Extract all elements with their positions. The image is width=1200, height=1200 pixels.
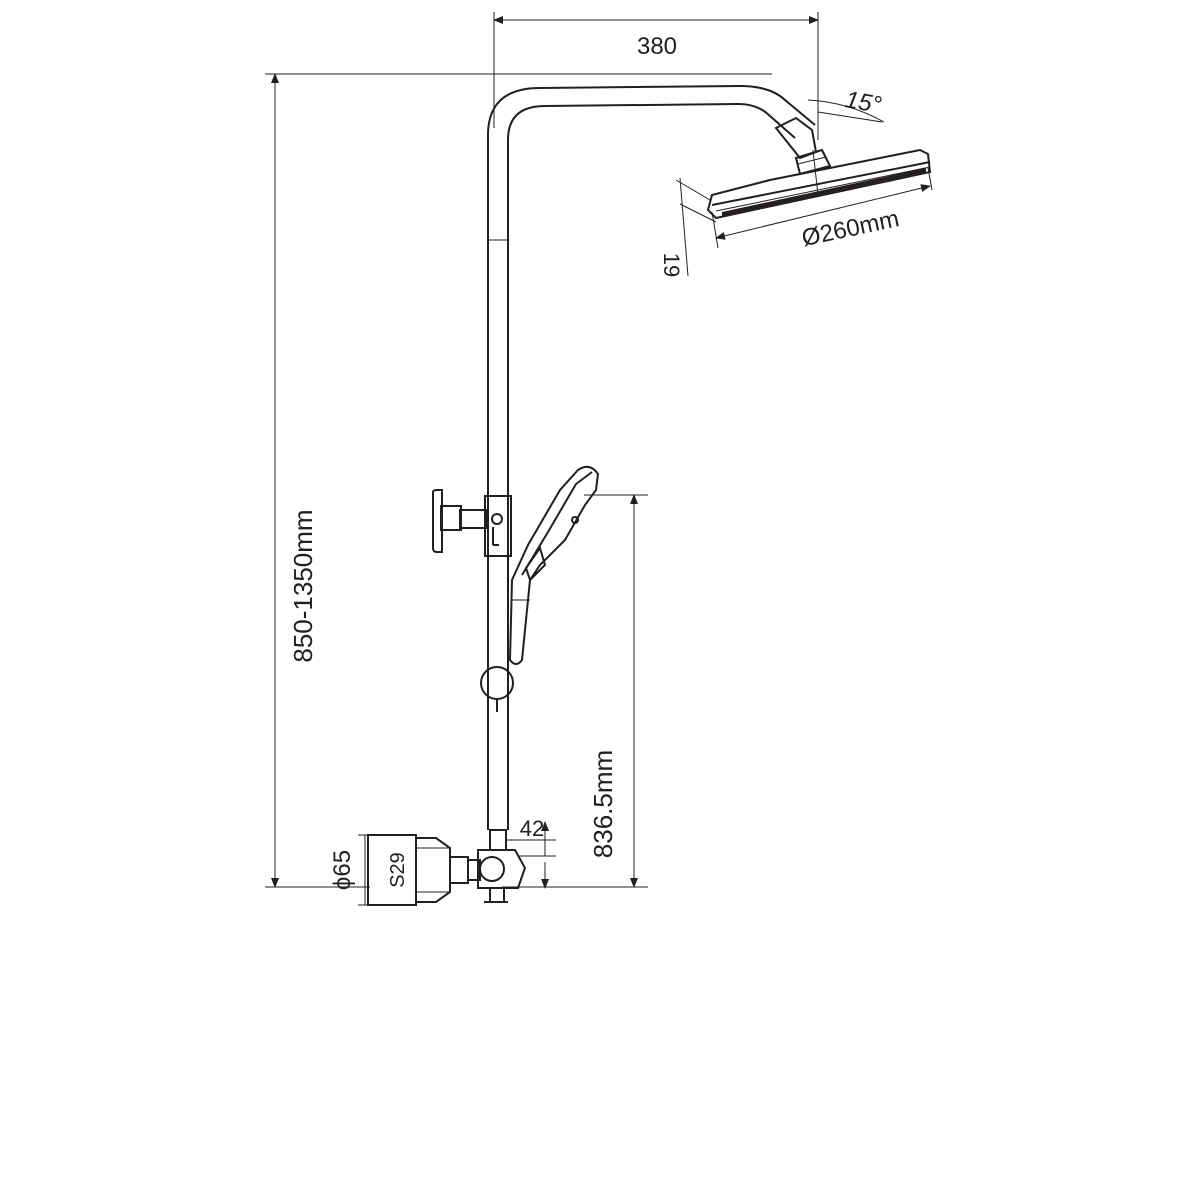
- dimension-arm-width: [493, 12, 819, 140]
- shower-column: [487, 84, 816, 830]
- lower-holder: [480, 666, 514, 712]
- total-height-label: 850-1350mm: [288, 509, 318, 662]
- dimension-tilt-angle: [807, 99, 885, 123]
- head-diameter-label: Ø260mm: [799, 205, 901, 252]
- rain-shower-head: [706, 116, 932, 220]
- slide-bar-holder: [432, 489, 512, 557]
- dimension-holder-height: [502, 494, 648, 888]
- dimension-head-thickness: [675, 177, 717, 277]
- holder-height-label: 836.5mm: [588, 750, 618, 858]
- hand-shower: [508, 465, 600, 665]
- tilt-angle-label: 15°: [843, 86, 884, 119]
- inlet-diameter-label: ϕ65: [329, 850, 356, 890]
- head-thickness-label: 19: [659, 253, 684, 277]
- dimension-total-height: [265, 73, 772, 888]
- dimension-inlet-offset: [506, 821, 556, 889]
- inlet-thread-label: S29: [387, 852, 409, 888]
- dimension-head-diameter: [711, 167, 933, 249]
- arm-length-label: 380: [637, 33, 677, 60]
- dimension-inlet-size: [358, 834, 392, 906]
- inlet-offset-label: 42: [520, 816, 544, 841]
